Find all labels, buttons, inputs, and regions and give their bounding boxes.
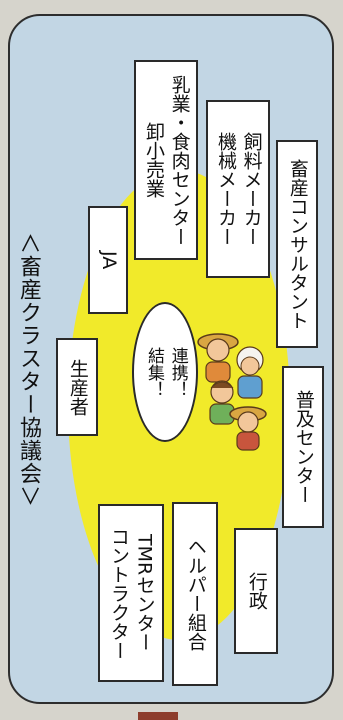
box-livestock-consultant: 畜産コンサルタント — [276, 140, 318, 348]
box-feed-machinery-makers: 飼料メーカー 機械メーカー — [206, 100, 270, 278]
box-dairy-meat-center: 乳業・食肉センター 卸小売業 — [134, 60, 198, 260]
farmers-icon — [197, 333, 267, 451]
speech-bubble-text: 連携！ 結集！ — [144, 346, 188, 398]
council-title: ＜畜産クラスター協議会＞ — [16, 231, 41, 508]
box-ja: JA — [88, 206, 128, 314]
box-tmr-contractor: TMRセンター コントラクター — [98, 504, 164, 682]
speech-bubble-shape — [132, 302, 198, 442]
box-helper-union: ヘルパー組合 — [172, 502, 218, 686]
speech-bubble: 連携！ 結集！ — [132, 302, 198, 442]
box-government: 行政 — [234, 528, 278, 654]
box-extension-center: 普及センター — [282, 366, 324, 528]
page-edge-strip — [138, 712, 178, 720]
farmers-group-illustration — [196, 320, 274, 456]
box-producer: 生産者 — [56, 338, 98, 436]
